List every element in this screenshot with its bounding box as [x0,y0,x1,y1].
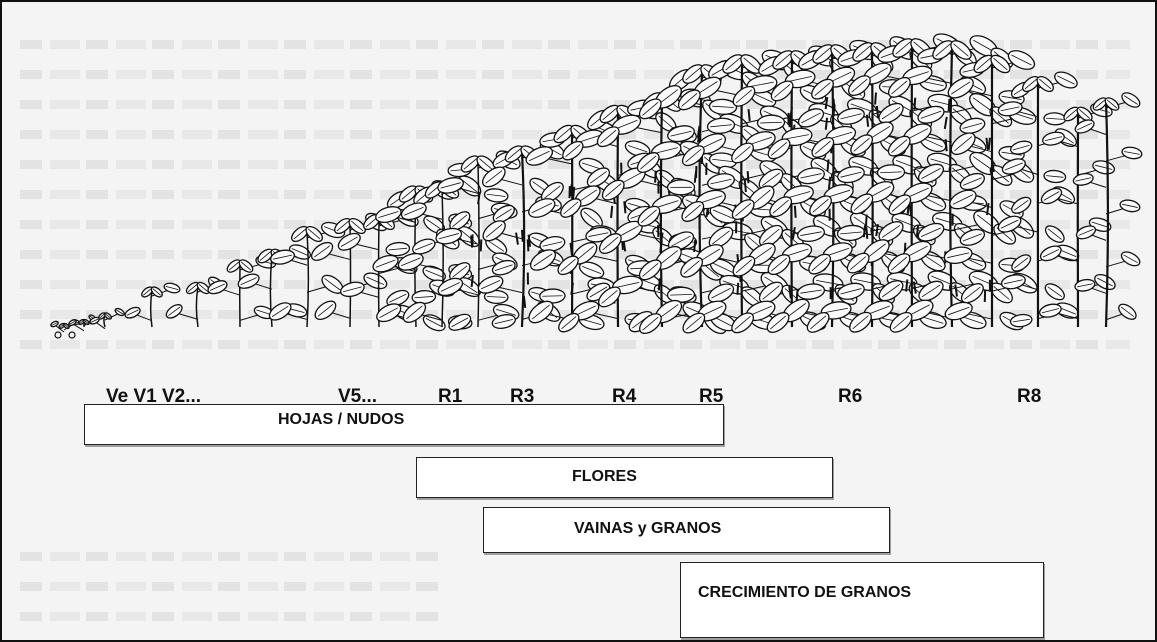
phase-bar-crecimiento-granos [680,562,1044,638]
soybean-plant [997,71,1080,328]
soybean-plant [89,307,125,330]
soybean-plant [1072,92,1143,328]
stage-label-r6: R6 [838,386,863,407]
background-text-line [20,582,440,591]
phase-bar-flores [416,457,833,498]
soybean-plant [50,319,80,333]
stage-label-r3: R3 [510,386,535,407]
stage-label-v5: V5... [338,386,378,407]
stage-label-r4: R4 [612,386,637,407]
phase-bar-hojas-nudos [84,404,724,445]
phase-bar-vainas-granos [483,507,890,553]
stage-label-r5: R5 [699,386,724,407]
background-text-line [20,160,1130,169]
soybean-plant [731,45,858,334]
stage-label-r1: R1 [438,386,463,407]
background-text-line [20,552,440,561]
background-text-line [20,612,440,621]
background-text-line [20,340,1130,349]
seed-icon [68,331,76,339]
background-text-line [20,70,1130,79]
phase-label-crecimiento-granos: CRECIMIENTO DE GRANOS [698,584,912,601]
phase-label-vainas-granos: VAINAS y GRANOS [574,520,722,537]
background-text-line [20,40,1130,49]
background-text-line [20,280,1130,289]
soybean-plant [477,140,565,330]
stage-label-r8: R8 [1017,386,1042,407]
phase-label-hojas-nudos: HOJAS / NUDOS [278,411,405,428]
soybean-plant [207,255,277,328]
phase-label-flores: FLORES [572,468,637,485]
soybean-plant [124,282,181,328]
background-text-line [20,100,1130,109]
background-text-line [20,190,1130,199]
stage-label-ve-v1-v2: Ve V1 V2... [106,386,202,407]
soybean-plant [435,150,521,331]
seed-icon [54,331,62,339]
background-text-line [20,220,1130,229]
